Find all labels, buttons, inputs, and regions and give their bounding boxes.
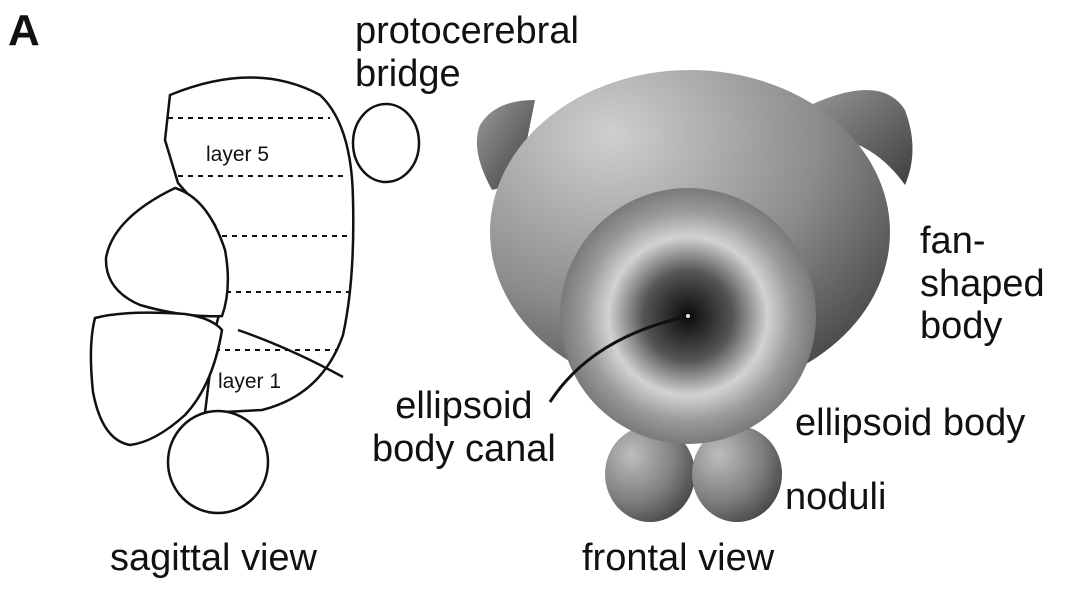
protocerebral-bridge-label-line1: protocerebral (355, 10, 579, 53)
noduli-label: noduli (785, 476, 886, 519)
canal-center-dot (686, 314, 690, 318)
fan-shaped-body-label: fan- shaped body (920, 220, 1045, 348)
protocerebral-bridge-label-line2: bridge (355, 53, 579, 96)
panel-label: A (8, 6, 40, 55)
sagittal-view-label: sagittal view (110, 537, 317, 580)
ellipsoid-body-label: ellipsoid body (795, 402, 1025, 445)
sagittal-noduli (168, 411, 268, 513)
fan-shaped-body-label-line1: fan- (920, 220, 1045, 263)
fan-shaped-body-label-line2: shaped (920, 263, 1045, 306)
protocerebral-bridge-shape (353, 104, 419, 182)
fan-shaped-body-label-line3: body (920, 305, 1045, 348)
canal-label-line1: ellipsoid (372, 385, 556, 428)
canal-label-line2: body canal (372, 428, 556, 471)
protocerebral-bridge-label: protocerebral bridge (355, 10, 579, 95)
layer-1-label: layer 1 (218, 370, 281, 394)
layer-5-label: layer 5 (206, 143, 269, 167)
ellipsoid-body-canal-label: ellipsoid body canal (372, 385, 556, 470)
frontal-view-label: frontal view (582, 537, 774, 580)
